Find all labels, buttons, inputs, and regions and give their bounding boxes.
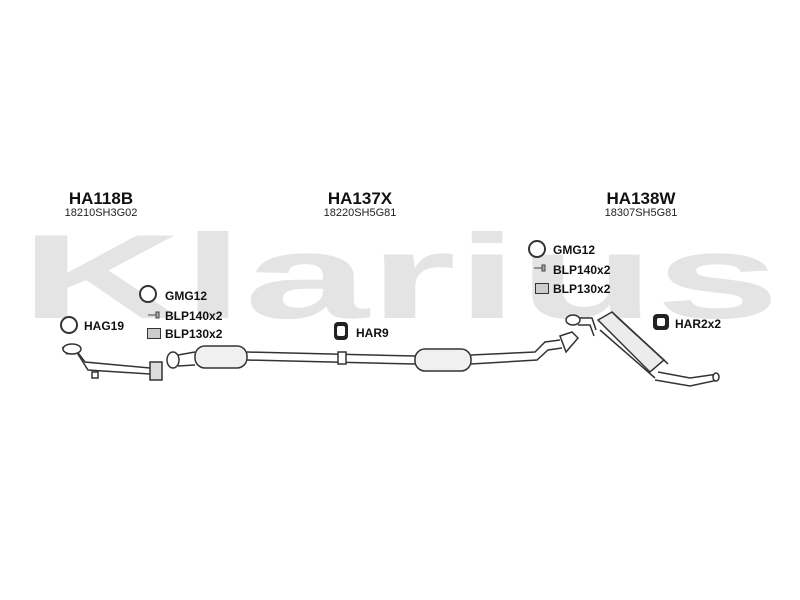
part-number-center: HA137X [327,189,393,208]
gasket-ring-icon [60,316,78,334]
label-hag19: HAG19 [84,319,125,333]
part-number-rear: HA138W [606,189,676,208]
gasket-ring-icon [139,285,157,303]
label-har2x2: HAR2x2 [675,317,722,331]
label-har9: HAR9 [356,326,389,340]
label-blp140-right: BLP140x2 [553,263,611,277]
clamp-icon [147,328,161,339]
label-gmg12-left: GMG12 [165,289,208,303]
oem-number-center: 18220SH5G81 [323,207,397,219]
label-gmg12-right: GMG12 [553,243,596,257]
rubber-hanger-icon [653,314,669,330]
clamp-icon [535,283,549,294]
front-pipe [61,343,163,381]
gasket-ring-icon [528,240,546,258]
label-blp140-left: BLP140x2 [165,309,223,323]
oem-number-front: 18210SH3G02 [64,207,138,219]
rear-silencer [565,311,720,387]
part-number-front: HA118B [68,189,134,208]
rubber-hanger-icon [334,322,348,340]
label-blp130-right: BLP130x2 [553,282,611,296]
bolt-icon [148,311,160,319]
oem-number-rear: 18307SH5G81 [604,207,678,219]
label-blp130-left: BLP130x2 [165,327,223,341]
center-pipe [166,331,580,372]
bolt-icon [534,264,546,272]
